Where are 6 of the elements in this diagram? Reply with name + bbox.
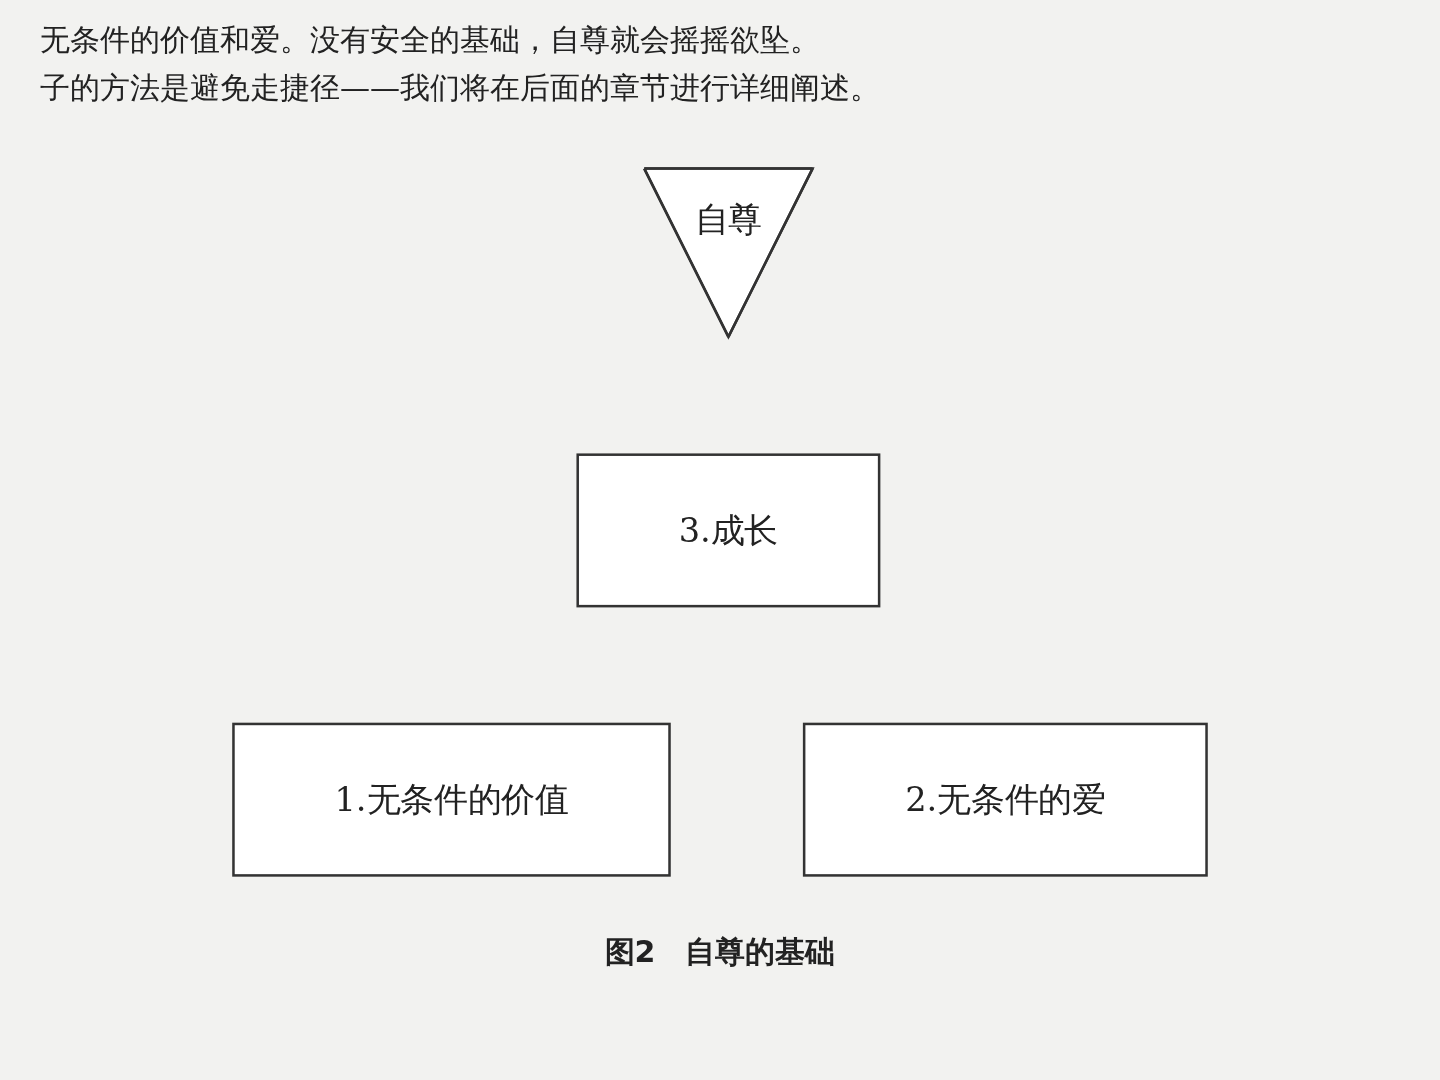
- node-box: 3.成长: [576, 453, 881, 608]
- node-box: 1.无条件的价值: [232, 722, 671, 877]
- node-box: 2.无条件的爱: [802, 722, 1208, 877]
- body-text: 无条件的价值和爱。没有安全的基础，自尊就会摇摇欲坠。: [40, 21, 821, 59]
- body-text: 子的方法是避免走捷径——我们将在后面的章节进行详细阐述。: [40, 69, 881, 107]
- figure-caption: 图2 自尊的基础: [604, 934, 836, 969]
